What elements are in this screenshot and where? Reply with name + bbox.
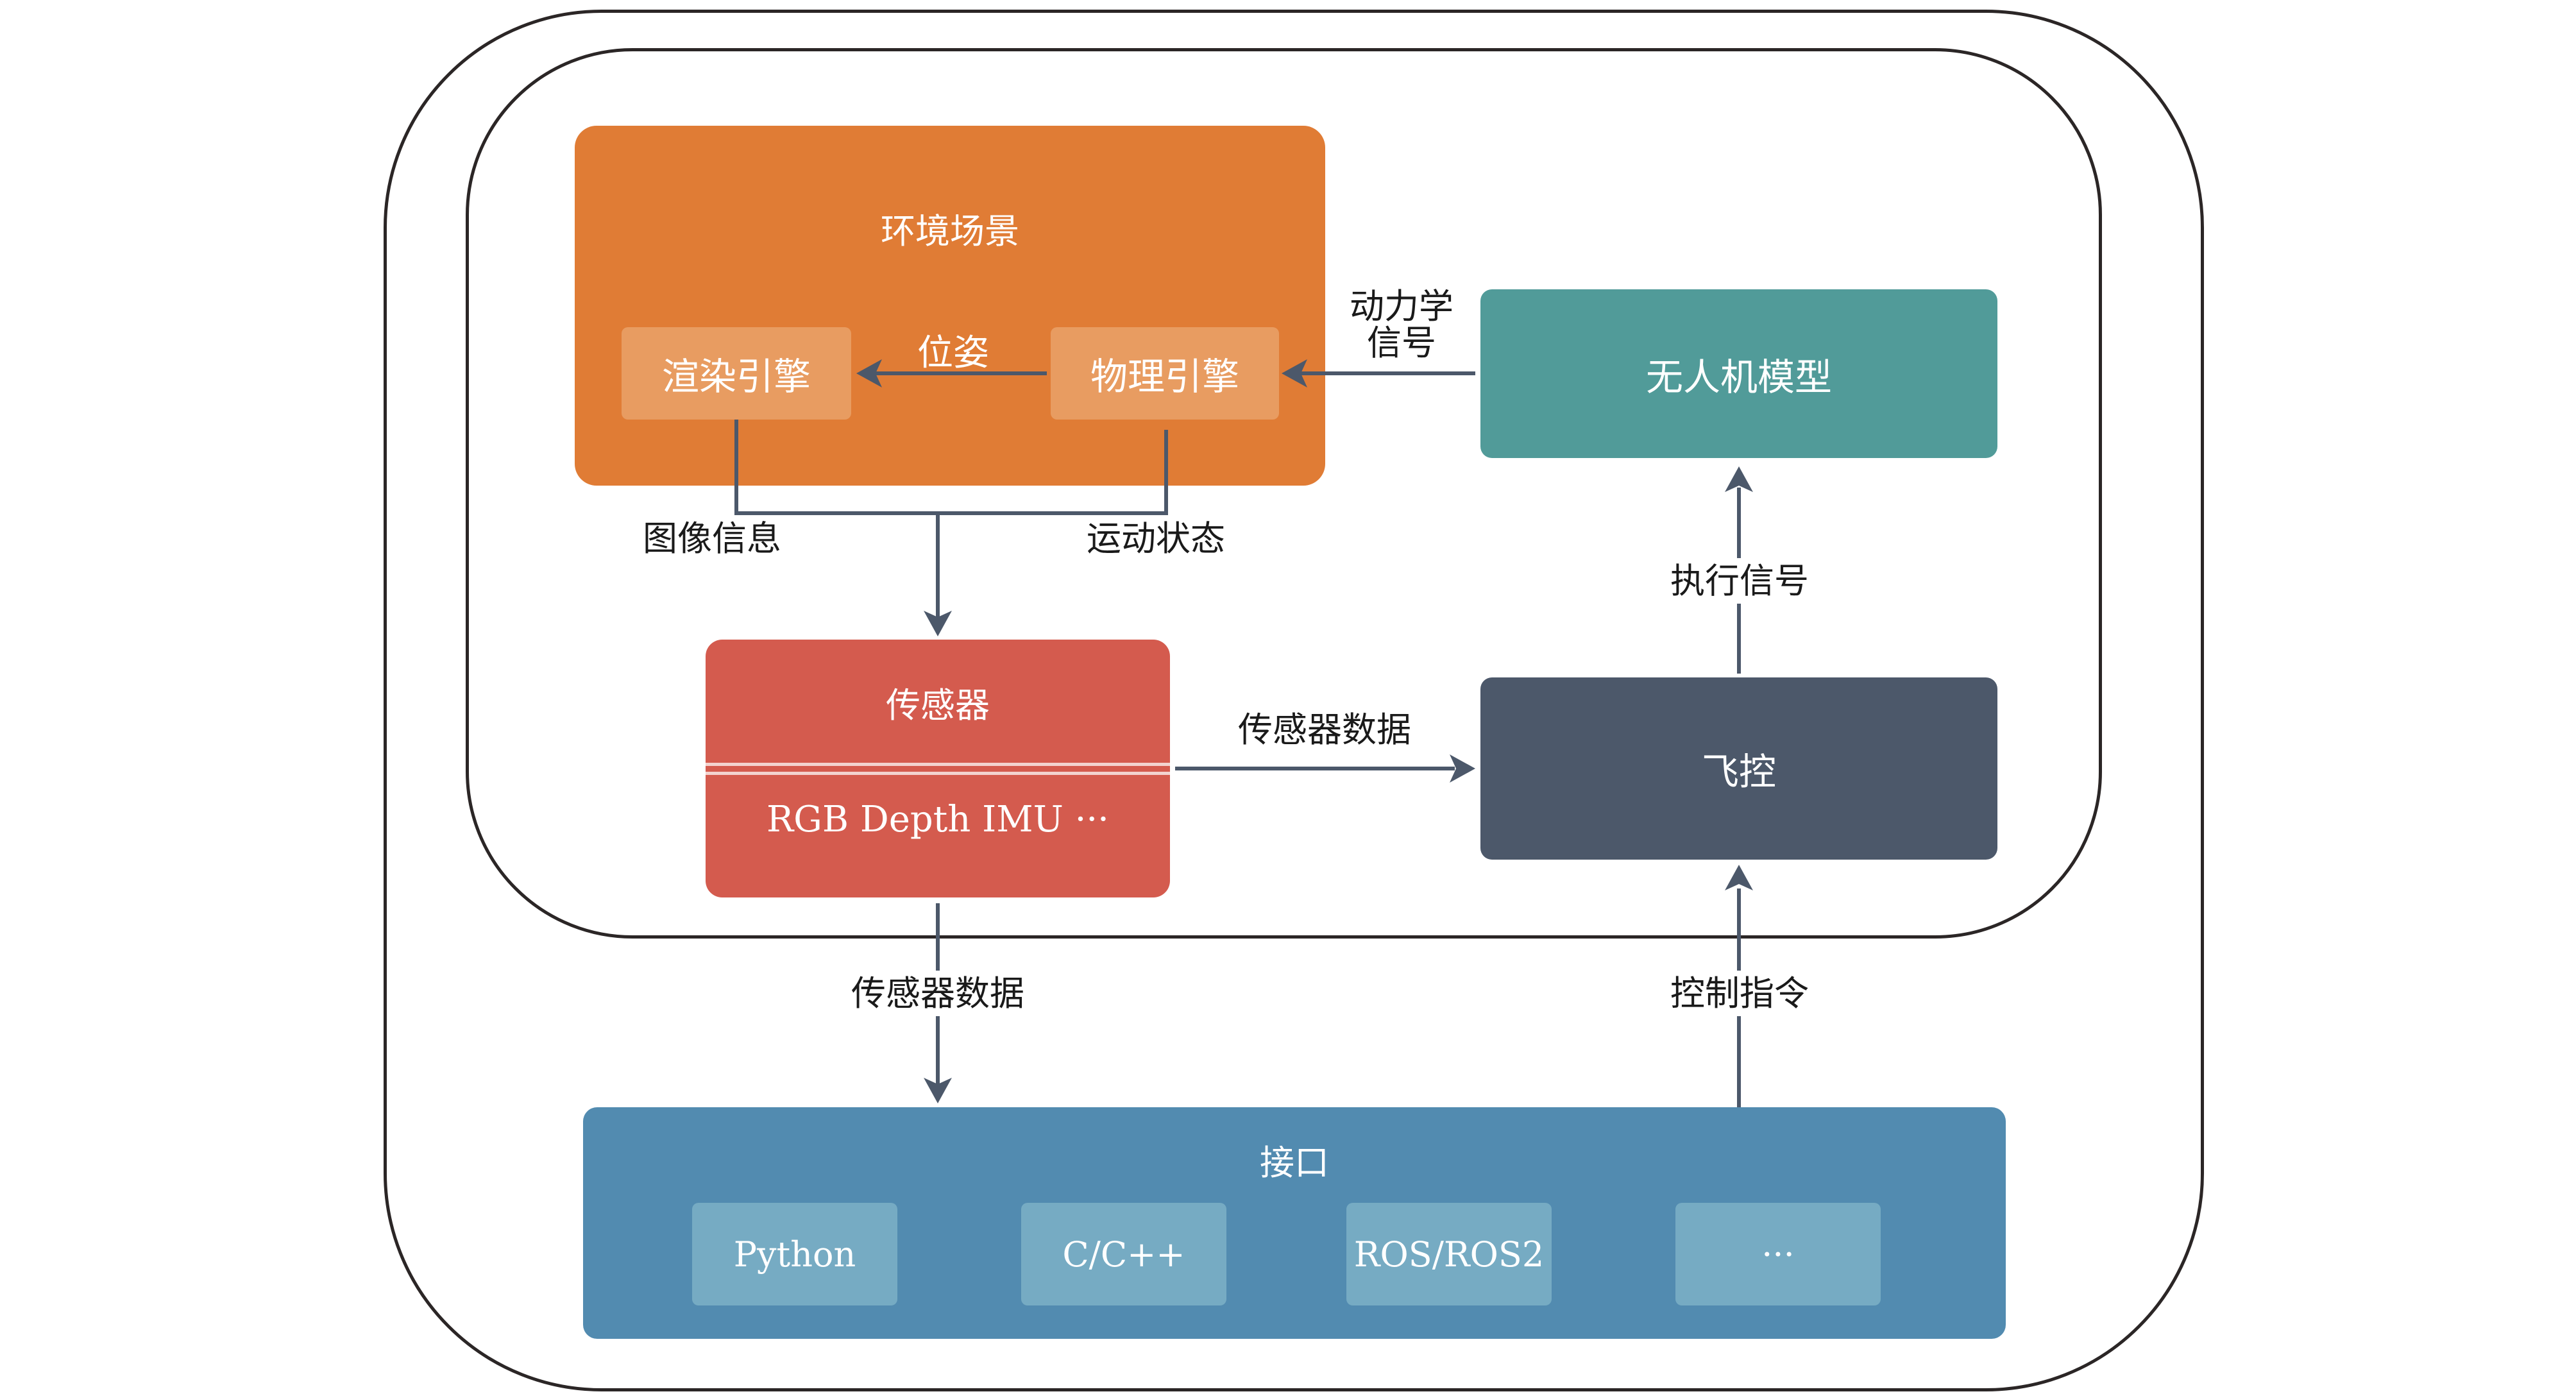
sensor-separator [706, 763, 1170, 766]
control-cmd-label: 控制指令 [1663, 971, 1817, 1017]
motion-state-label: 运动状态 [1087, 518, 1225, 559]
physics-engine-label: 物理引擎 [1090, 355, 1239, 398]
pose-label: 位姿 [917, 332, 989, 374]
sensor-title: 传感器 [886, 685, 990, 726]
outer-frame [384, 10, 2204, 1391]
render-engine-box: 渲染引擎 [622, 327, 851, 420]
image-info-label: 图像信息 [643, 518, 781, 559]
sensor-to-interface-label: 传感器数据 [844, 971, 1031, 1017]
interface-item-label: ROS/ROS2 [1353, 1234, 1545, 1275]
dynamics-label-line2: 信号 [1367, 322, 1436, 363]
flight-control-title: 飞控 [1701, 750, 1776, 794]
interface-item-ros: ROS/ROS2 [1346, 1203, 1552, 1305]
drone-model-title: 无人机模型 [1645, 355, 1832, 399]
interface-item-label: C/C++ [1062, 1234, 1185, 1275]
flight-control-box: 飞控 [1480, 677, 1997, 860]
sensor-types: RGB Depth IMU ··· [767, 799, 1109, 840]
physics-engine-box: 物理引擎 [1051, 327, 1279, 420]
interface-box: 接口 Python C/C++ ROS/ROS2 ··· [583, 1107, 2006, 1339]
sensor-separator-2 [706, 772, 1170, 775]
interface-item-cpp: C/C++ [1021, 1203, 1226, 1305]
dynamics-label-line1: 动力学 [1350, 286, 1453, 327]
environment-box: 环境场景 [575, 126, 1325, 486]
interface-item-label: ··· [1761, 1234, 1795, 1275]
sensor-box: 传感器 RGB Depth IMU ··· [706, 640, 1170, 897]
render-engine-label: 渲染引擎 [661, 355, 811, 398]
interface-item-python: Python [692, 1203, 897, 1305]
inner-frame [466, 48, 2102, 939]
dynamics-signal-label: 动力学 信号 [1344, 286, 1459, 363]
interface-title: 接口 [1260, 1143, 1329, 1183]
environment-title: 环境场景 [881, 211, 1019, 251]
exec-signal-label: 执行信号 [1663, 558, 1817, 604]
interface-item-more: ··· [1675, 1203, 1881, 1305]
drone-model-box: 无人机模型 [1480, 289, 1997, 458]
interface-item-label: Python [733, 1234, 856, 1275]
sensor-to-fc-label: 传感器数据 [1238, 710, 1411, 750]
